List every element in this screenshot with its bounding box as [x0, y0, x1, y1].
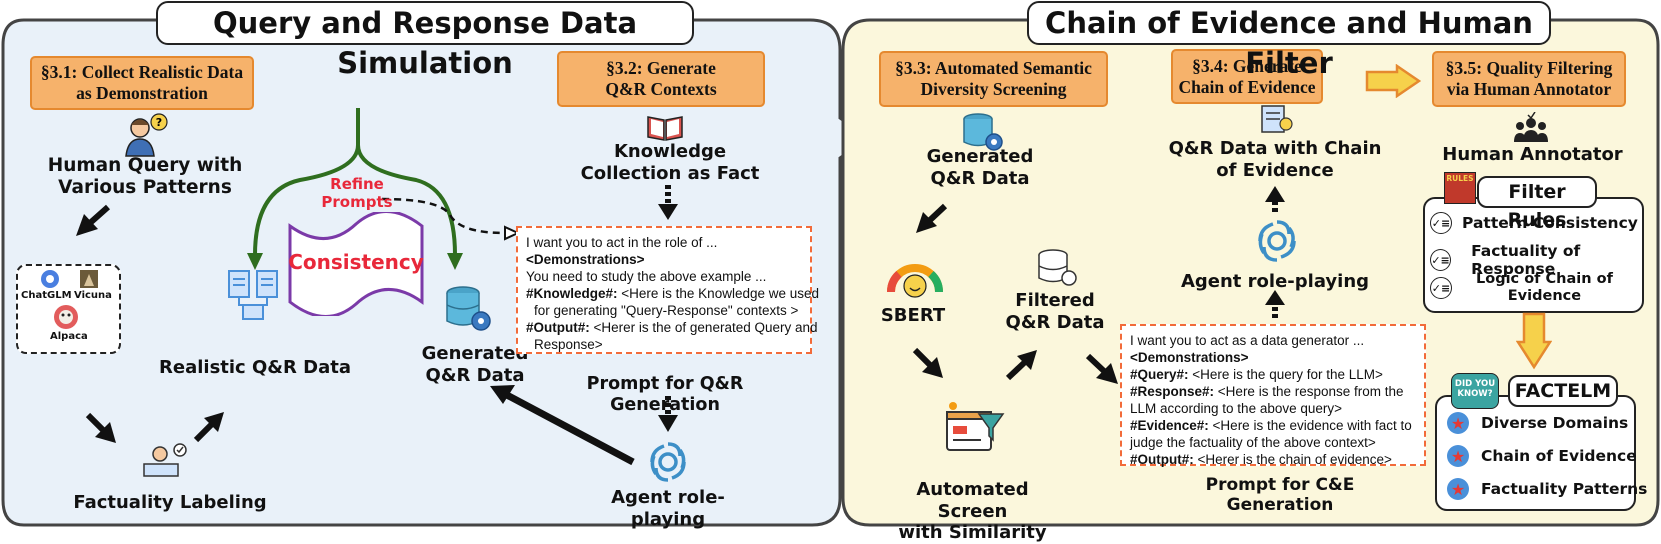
filter-rules-title: Filter Rules	[1477, 176, 1597, 231]
check-icon: ✓≡	[1430, 249, 1452, 271]
right-panel-title: Chain of Evidence and Human Filter	[1027, 1, 1551, 80]
star-icon: ★	[1447, 412, 1469, 434]
down-arrow-icon	[1516, 312, 1552, 370]
realistic-data-icon	[228, 270, 278, 320]
sbert-label: SBERT	[880, 305, 946, 326]
realistic-qr-label: Realistic Q&R Data	[159, 357, 351, 378]
human-annotator-icon	[1514, 112, 1548, 142]
factuality-labeling-label: Factuality Labeling	[73, 492, 267, 513]
agent-icon	[650, 442, 686, 482]
filtered-database-icon	[1038, 249, 1077, 286]
chatglm-icon	[41, 270, 59, 288]
model-label-vicuna: Vicuna	[74, 290, 112, 301]
consistency-label: Consistency	[288, 250, 424, 274]
automated-screen-icon	[946, 402, 1005, 451]
rule-pattern-consistency: ✓≡ Pattern Consistency	[1430, 212, 1638, 234]
check-icon: ✓≡	[1430, 277, 1452, 299]
section-3-4-header: §3.4: GenerateChain of Evidence	[1171, 49, 1323, 104]
feature-diverse-domains: ★Diverse Domains	[1447, 412, 1628, 434]
model-label-alpaca: Alpaca	[50, 331, 88, 342]
ce-prompt-box: I want you to act as a data generator ..…	[1120, 324, 1426, 467]
agent-roleplaying-label-right: Agent role-playing	[1180, 271, 1370, 292]
consistency-shape	[288, 212, 424, 316]
rule-factuality-response: ✓≡ Factuality of Response	[1430, 242, 1581, 278]
right-panel-arrows	[912, 186, 1285, 384]
factelm-title: FACTELM	[1508, 375, 1618, 407]
llm-models-box: ChatGLM Vicuna Alpaca	[16, 264, 121, 354]
model-label-chatglm: ChatGLM	[21, 290, 72, 301]
factuality-labeling-icon	[143, 443, 187, 477]
star-icon: ★	[1447, 478, 1469, 500]
refine-dashed-arrow	[381, 197, 520, 241]
next-arrow-icon	[1365, 64, 1421, 98]
rules-badge: RULES	[1444, 172, 1476, 204]
qr-prompt-caption: Prompt for Q&R Generation	[586, 374, 744, 415]
star-icon: ★	[1447, 445, 1469, 467]
human-annotator-label: Human Annotator	[1442, 144, 1623, 165]
vicuna-icon	[80, 270, 98, 288]
alpaca-icon	[54, 305, 78, 329]
database-icon	[446, 286, 491, 331]
human-query-icon: ?	[125, 113, 168, 157]
feature-chain-evidence: ★Chain of Evidence	[1447, 445, 1637, 467]
left-panel-title: Query and Response Data Simulation	[156, 1, 694, 80]
chain-evidence-icon	[1261, 105, 1293, 133]
feature-factuality-patterns: ★Factuality Patterns	[1447, 478, 1647, 500]
generated-database-icon	[963, 113, 1003, 151]
agent-icon-right	[1258, 220, 1296, 262]
sbert-gauge-icon	[886, 264, 944, 298]
filter-rules-box	[1423, 197, 1644, 313]
agent-roleplaying-label: Agent role-playing	[611, 487, 725, 530]
check-icon: ✓≡	[1430, 212, 1452, 234]
did-you-know-badge: DID YOU KNOW?	[1451, 373, 1499, 409]
knowledge-book-icon	[647, 116, 683, 141]
left-panel-arrows	[76, 185, 678, 466]
svg-text:?: ?	[156, 116, 162, 129]
qr-prompt-box: I want you to act in the role of ... <De…	[516, 226, 819, 354]
refine-arrows	[247, 108, 463, 270]
